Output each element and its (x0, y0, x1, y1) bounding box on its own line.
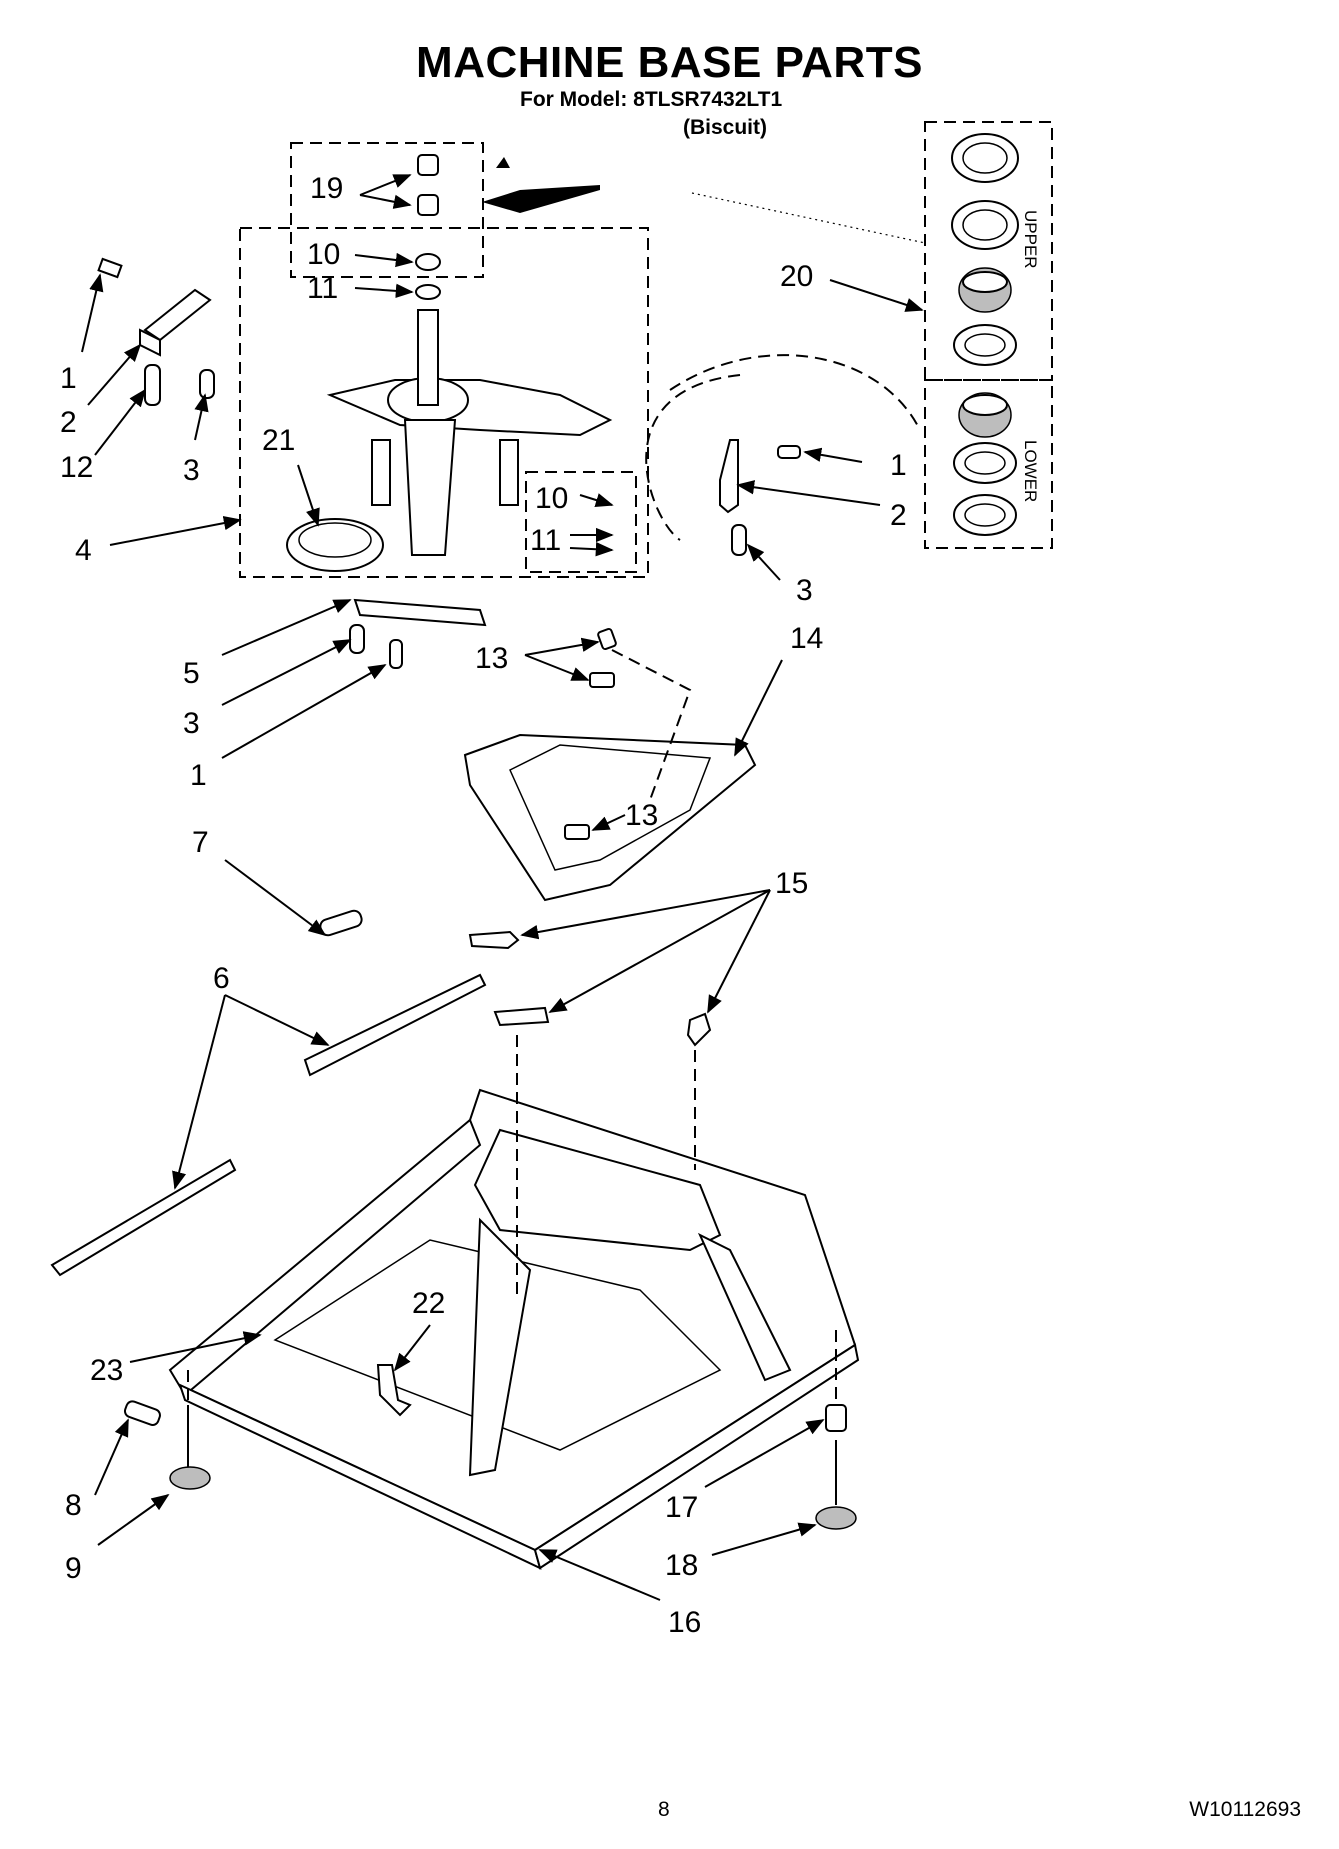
callout-22: 22 (412, 1287, 445, 1320)
seal-ring (286, 518, 384, 572)
callout-15: 15 (775, 867, 808, 900)
callout-3-center: 3 (183, 707, 200, 740)
callout-8: 8 (65, 1489, 82, 1522)
callout-19: 19 (310, 172, 343, 205)
callout-4: 4 (75, 534, 92, 567)
big-arrow (482, 185, 600, 213)
leveling-feet (123, 1400, 857, 1530)
page-number: 8 (658, 1798, 670, 1821)
lower-kit-box (525, 471, 637, 573)
callout-21: 21 (262, 424, 295, 457)
callout-17: 17 (665, 1491, 698, 1524)
upper-kit-box (290, 142, 484, 278)
callout-18: 18 (665, 1549, 698, 1582)
callout-13-top: 13 (475, 642, 508, 675)
callout-10-lower: 10 (535, 482, 568, 515)
inset-lower-box (924, 379, 1053, 549)
callout-10-upper: 10 (307, 238, 340, 271)
snubber-frame (463, 627, 757, 902)
suspension-dome-kit (415, 154, 441, 300)
callout-5: 5 (183, 657, 200, 690)
callout-6: 6 (213, 962, 230, 995)
leader-arrows (81, 174, 924, 1601)
callout-16: 16 (668, 1606, 701, 1639)
lower-bearing-set (953, 392, 1017, 536)
rails (50, 973, 487, 1277)
page-title: MACHINE BASE PARTS (416, 38, 923, 87)
center-bracket (349, 598, 487, 669)
suspension-base-assembly (326, 309, 613, 556)
callout-23: 23 (90, 1354, 123, 1387)
right-hanger-bracket (719, 439, 801, 556)
tab-clips (468, 930, 712, 1047)
lower-label: LOWER (1021, 440, 1040, 502)
callout-12: 12 (60, 451, 93, 484)
callout-1-right: 1 (890, 449, 907, 482)
callout-2-right: 2 (890, 499, 907, 532)
document-number: W10112693 (1189, 1798, 1301, 1821)
callout-9: 9 (65, 1552, 82, 1585)
callout-1-left: 1 (60, 362, 77, 395)
model-number: For Model: 8TLSR7432LT1 (520, 88, 783, 111)
spring (319, 909, 363, 937)
upper-label: UPPER (1021, 210, 1040, 269)
suspension-group-box (239, 227, 649, 578)
left-hanger-bracket (97, 257, 215, 406)
callout-14: 14 (790, 622, 823, 655)
callout-3-right: 3 (796, 574, 813, 607)
callout-13-bottom: 13 (625, 799, 658, 832)
machine-base (168, 1088, 860, 1570)
callout-3-left: 3 (183, 454, 200, 487)
callout-11-upper: 11 (307, 272, 338, 305)
callout-11-lower: 11 (530, 524, 561, 557)
model-variant: (Biscuit) (683, 116, 767, 139)
upper-bearing-set (951, 133, 1019, 366)
callout-20: 20 (780, 260, 813, 293)
callout-2-left: 2 (60, 406, 77, 439)
callout-1-center: 1 (190, 759, 207, 792)
callout-7: 7 (192, 826, 209, 859)
